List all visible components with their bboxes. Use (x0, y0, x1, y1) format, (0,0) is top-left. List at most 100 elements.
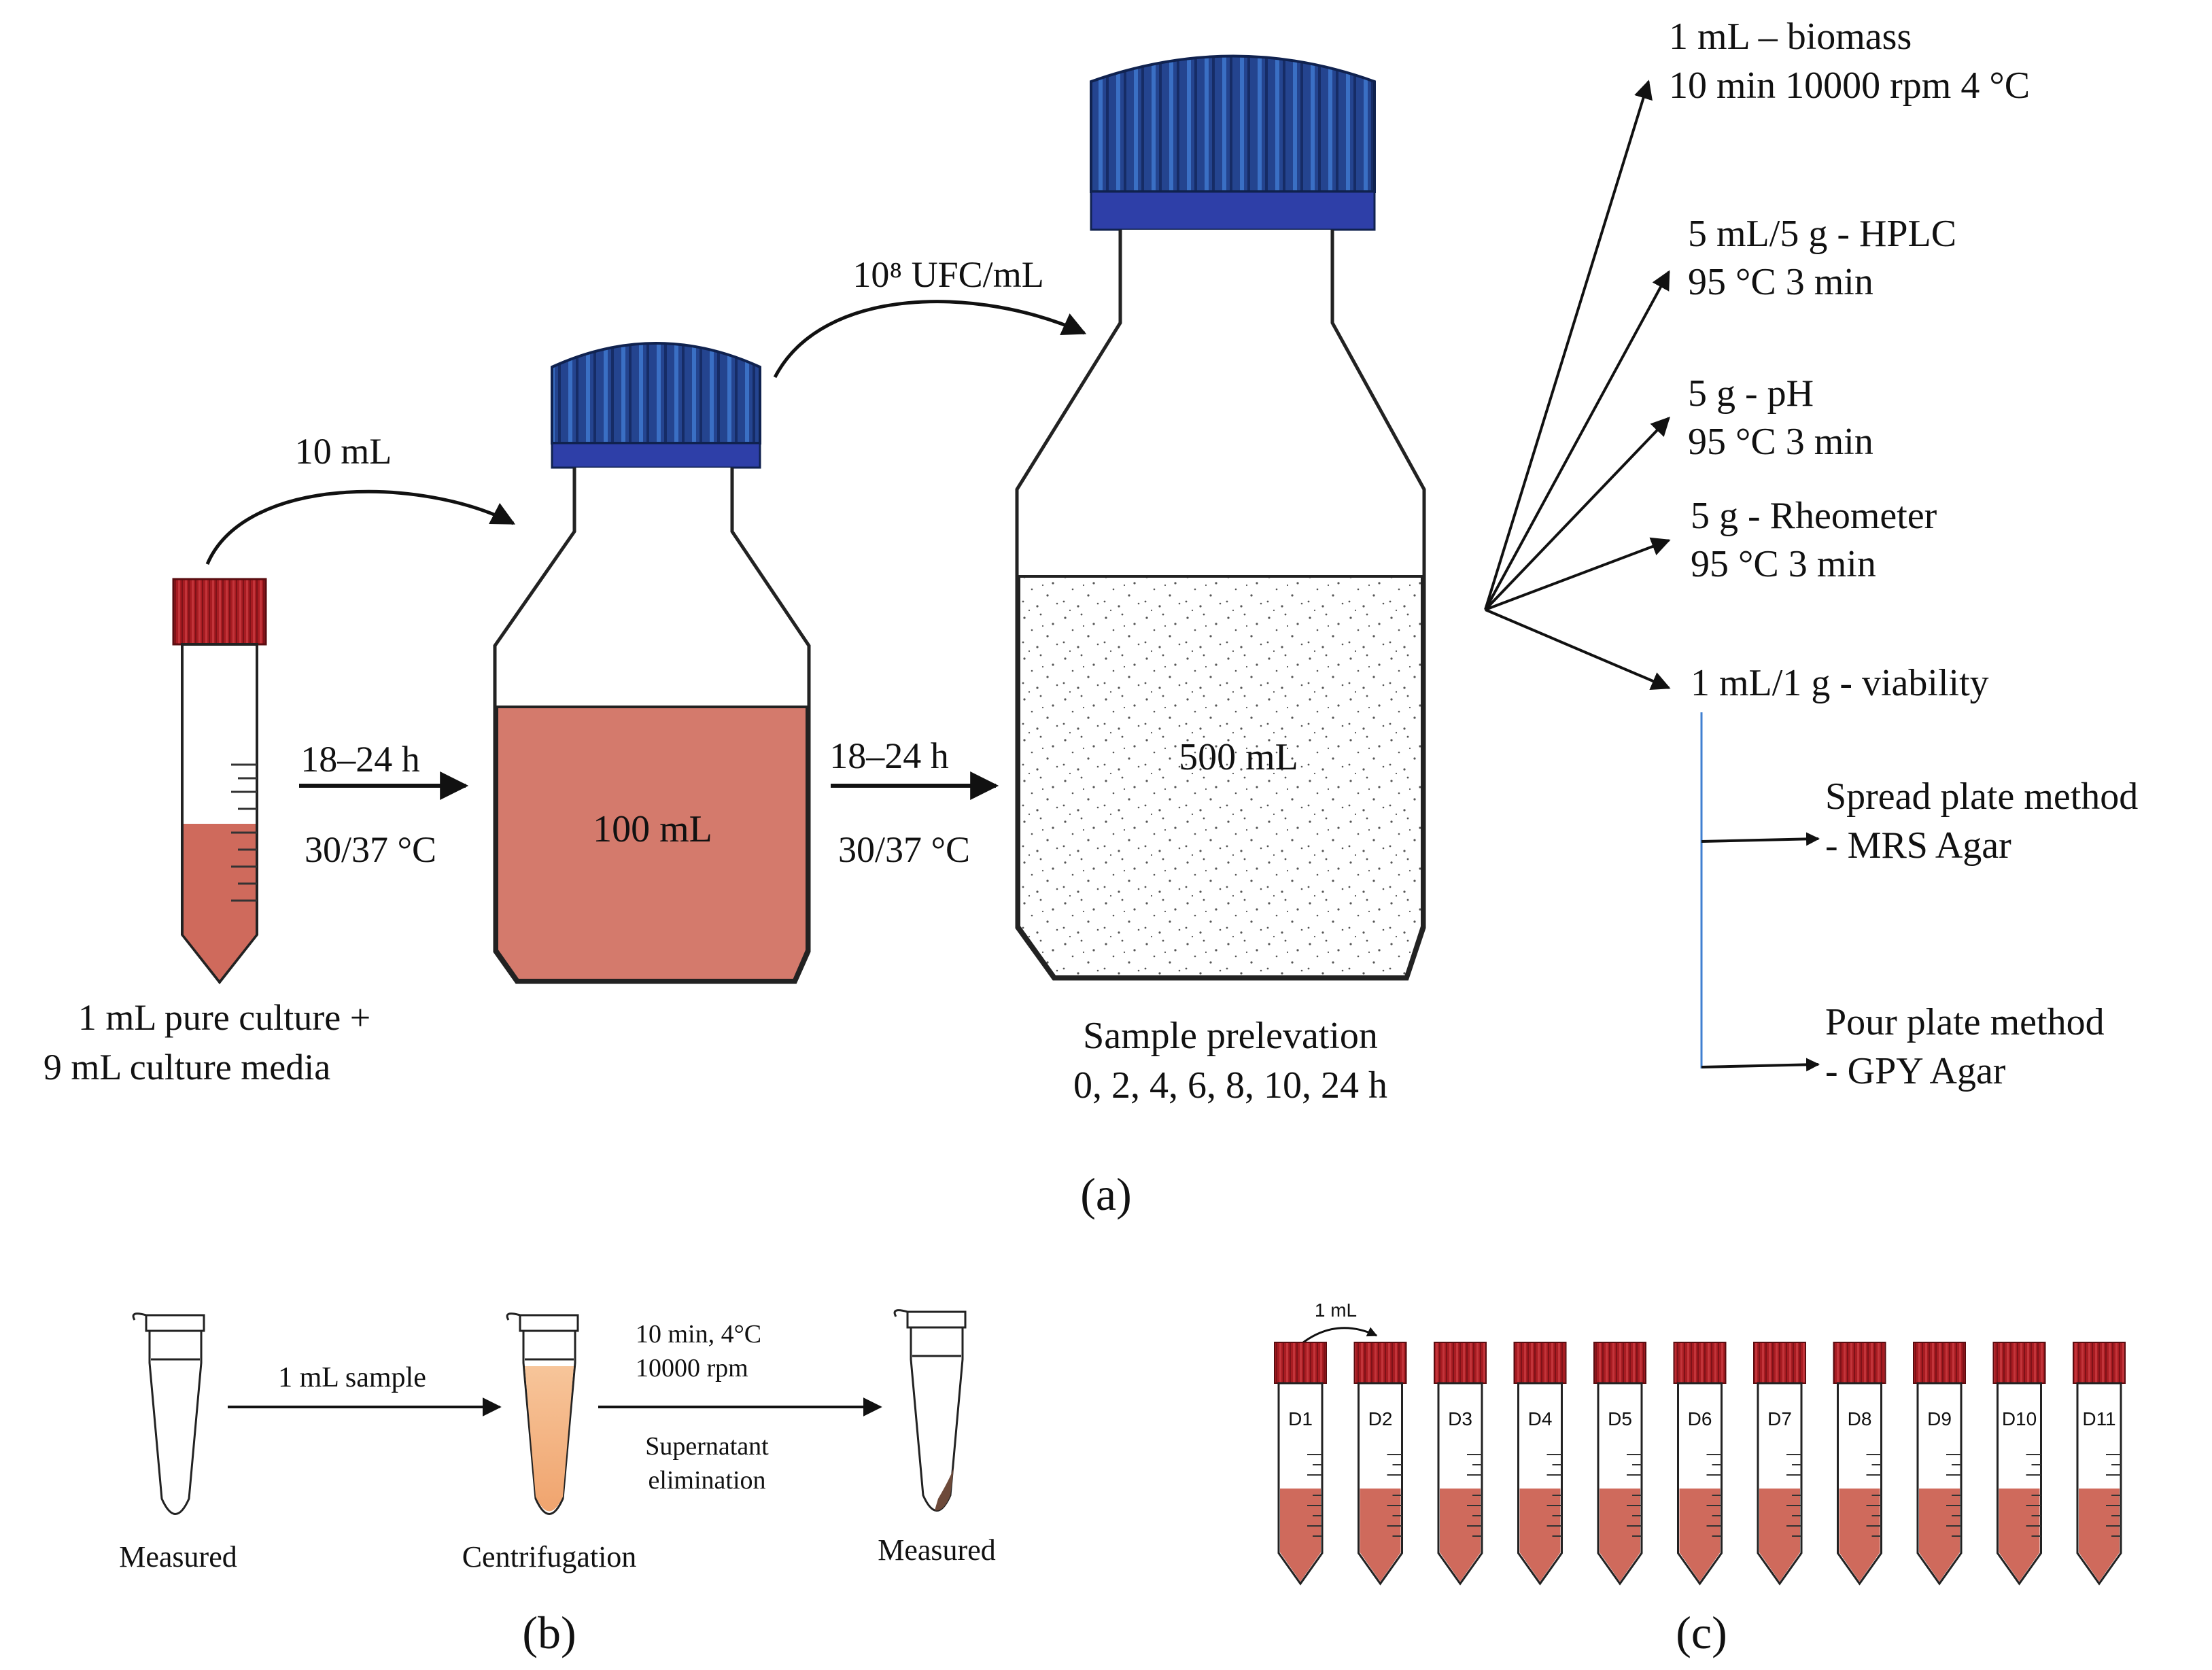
dilution-tube-cap (1673, 1342, 1727, 1384)
tube-graduations (231, 763, 257, 902)
dilution-tube-graduations (1387, 1454, 1402, 1537)
panel-c-label: (c) (1676, 1607, 1727, 1658)
transfer-arrow-2 (773, 300, 1087, 379)
output-rheometer-line-1: 5 g - Rheometer (1691, 495, 1937, 537)
bottle-2-cap (1090, 54, 1376, 193)
dilution-tube-cap (1833, 1342, 1886, 1384)
panel-a-label: (a) (1080, 1168, 1131, 1220)
output-hplc-line-1: 5 mL/5 g - HPLC (1688, 213, 1956, 255)
bottle-1-volume: 100 mL (593, 808, 712, 850)
output-ph-line-1: 5 g - pH (1688, 372, 1814, 415)
sampling-line-2: 0, 2, 4, 6, 8, 10, 24 h (1073, 1064, 1387, 1107)
output-viability: 1 mL/1 g - viability (1691, 662, 1989, 704)
dilution-tube-label: D3 (1448, 1408, 1472, 1429)
dilution-tube-label: D5 (1608, 1408, 1632, 1429)
dilution-tube-d4: D4 (1513, 1342, 1567, 1586)
eppendorf-3 (893, 1309, 967, 1512)
step-2-temp: 30/37 °C (838, 829, 970, 870)
dilution-tube-label: D1 (1288, 1408, 1313, 1429)
supernatant-line-2: elimination (648, 1466, 765, 1495)
spread-plate-line-2: - MRS Agar (1825, 824, 2011, 867)
centrifugation-line-2: 10000 rpm (636, 1354, 748, 1382)
dilution-tube-d7: D7 (1753, 1342, 1806, 1586)
panel-b: Measured 1 mL sample Centrifugation 10 m… (119, 1309, 996, 1658)
dilution-tube-graduations (1866, 1454, 1882, 1537)
culture-tube (172, 578, 267, 985)
dilution-tube-label: D10 (2002, 1408, 2037, 1429)
bottle-2-cap-band (1090, 190, 1376, 231)
dilution-tube-d8: D8 (1833, 1342, 1886, 1586)
dilution-tube-cap (1753, 1342, 1806, 1384)
output-biomass-line-1: 1 mL – biomass (1669, 16, 1912, 58)
dilution-tube-label: D4 (1528, 1408, 1553, 1429)
eppendorf-2 (506, 1312, 579, 1515)
dilution-tube-cap (1593, 1342, 1646, 1384)
dilution-tube-liquid (2079, 1489, 2120, 1582)
dilution-tube-d6: D6 (1673, 1342, 1727, 1586)
dilution-tube-liquid (1600, 1489, 1640, 1582)
tube-caption-line-2: 9 mL culture media (44, 1047, 330, 1088)
dilution-tube-d9: D9 (1913, 1342, 1966, 1586)
output-biomass-line-2: 10 min 10000 rpm 4 °C (1669, 65, 2030, 107)
dilution-tube-d11: D11 (2073, 1342, 2126, 1586)
dilution-tube-d5: D5 (1593, 1342, 1646, 1586)
pour-plate-line-2: - GPY Agar (1825, 1050, 2006, 1092)
bottle-2-medium (1018, 575, 1423, 978)
dilution-tube-cap (2073, 1342, 2126, 1384)
dilution-tube-liquid (1440, 1489, 1481, 1582)
dilution-tube-d2: D2 (1353, 1342, 1407, 1586)
dilution-transfer-label: 1 mL (1315, 1300, 1357, 1321)
bottle-1-cap (551, 342, 761, 445)
eppendorf-1-caption: Measured (119, 1540, 237, 1573)
output-hplc-line-2: 95 °C 3 min (1688, 261, 1873, 303)
dilution-tube-d3: D3 (1434, 1342, 1487, 1586)
dilution-tube-graduations (1546, 1454, 1562, 1537)
spread-plate-line-1: Spread plate method (1825, 776, 2138, 818)
step-2-time: 18–24 h (829, 735, 949, 776)
bottle-2-volume: 500 mL (1179, 736, 1298, 778)
dilution-tube-liquid (1519, 1489, 1561, 1582)
tube-liquid (184, 824, 256, 980)
output-ph-line-2: 95 °C 3 min (1688, 421, 1873, 463)
dilution-tube-label: D11 (2082, 1408, 2115, 1429)
step-1-temp: 30/37 °C (305, 829, 436, 870)
step-1-time: 18–24 h (300, 739, 420, 780)
tube-caption-line-1: 1 mL pure culture + (78, 997, 370, 1038)
dilution-tube-cap (1274, 1342, 1327, 1384)
sample-label: 1 mL sample (278, 1362, 426, 1393)
dilution-tube-graduations (1467, 1454, 1482, 1537)
eppendorf-1 (132, 1312, 205, 1515)
dilution-tube-graduations (1706, 1454, 1722, 1537)
transfer-label-2: 10⁸ UFC/mL (852, 254, 1043, 295)
dilution-tube-d1: D1 (1274, 1342, 1327, 1586)
dilution-tube-label: D8 (1848, 1408, 1872, 1429)
dilution-tube-cap (1513, 1342, 1567, 1384)
dilution-tube-graduations (1307, 1454, 1322, 1537)
dilution-tube-liquid (1839, 1489, 1880, 1582)
dilution-tube-liquid (1999, 1489, 2040, 1582)
dilution-tube-label: D6 (1688, 1408, 1712, 1429)
dilution-tube-liquid (1919, 1489, 1960, 1582)
bottle-100ml: 100 mL (493, 342, 811, 984)
dilution-tube-cap (1353, 1342, 1407, 1384)
panel-c: 1 mL D1 D2 D3 D4 D5 D6 D7 D8 D9 D10 D11 (c) (1274, 1300, 2126, 1658)
bottle-1-cap-band (551, 442, 761, 469)
dilution-tube-liquid (1360, 1489, 1401, 1582)
transfer-label-1: 10 mL (295, 431, 392, 472)
dilution-tube-graduations (1786, 1454, 1801, 1537)
dilution-tube-label: D2 (1368, 1408, 1393, 1429)
dilution-tube-graduations (1627, 1454, 1642, 1537)
bottle-500ml: 500 mL (1015, 54, 1426, 981)
dilution-tubes: D1 D2 D3 D4 D5 D6 D7 D8 D9 D10 D11 (1274, 1342, 2126, 1586)
supernatant-line-1: Supernatant (645, 1432, 769, 1461)
panel-a: 1 mL pure culture + 9 mL culture media 1… (44, 16, 2138, 1220)
dilution-tube-label: D7 (1767, 1408, 1792, 1429)
centrifugation-line-1: 10 min, 4°C (636, 1320, 761, 1349)
tube-red-cap (172, 578, 267, 646)
sampling-line-1: Sample prelevation (1083, 1015, 1378, 1057)
dilution-tube-graduations (2106, 1454, 2121, 1537)
output-rheometer-line-2: 95 °C 3 min (1691, 543, 1876, 585)
dilution-tube-liquid (1280, 1489, 1321, 1582)
dilution-tube-cap (1434, 1342, 1487, 1384)
bottle-1-liquid (496, 706, 808, 981)
